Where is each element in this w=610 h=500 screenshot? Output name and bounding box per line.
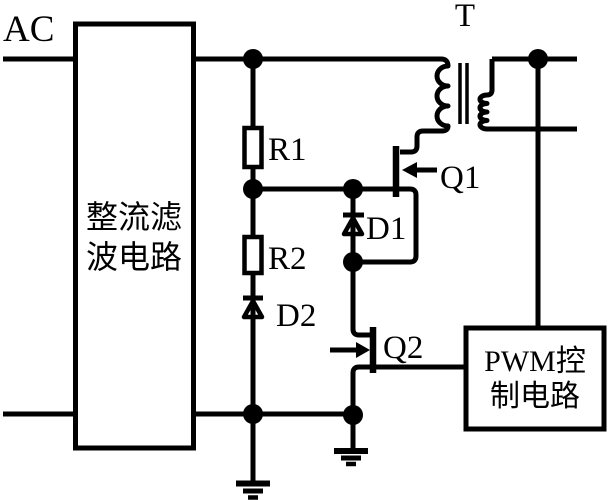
diode-d2 [241,295,265,320]
transformer-label: T [455,0,475,34]
junction-dot [343,405,363,425]
transformer-core [458,63,469,124]
pwm-block-box [463,325,607,432]
junction-dots [243,49,548,425]
q1-label: Q1 [440,160,480,196]
rectifier-block-box [73,21,196,451]
ac-label: AC [3,9,54,50]
wire-top-rail-primary [193,56,451,155]
q1-body-arrow [402,162,417,178]
wire-q2-drain [350,262,371,338]
pwm-label-line1: PWM控 [484,345,586,378]
rectifier-label-line2: 波电路 [86,239,182,275]
resistor-r1 [242,125,264,170]
r1-label: R1 [268,132,307,168]
ground-symbol-right [334,448,368,467]
junction-dot [528,49,548,69]
mosfet-q2 [330,327,377,373]
junction-dot [243,404,263,424]
junction-dot [343,179,363,199]
wire-q2-source [350,364,468,449]
mosfet-q1 [392,146,437,197]
q2-label: Q2 [383,330,423,366]
pwm-label-line2: 制电路 [490,380,580,413]
wire-q1-source-loop [253,186,419,265]
junction-dot [243,49,263,69]
q2-body-arrow [356,342,370,358]
resistor-r2 [242,234,264,276]
r2-label: R2 [268,241,307,277]
d1-triangle [341,215,365,237]
diode-d1 [341,212,365,237]
junction-dot [343,252,363,272]
rectifier-label-line1: 整流滤 [86,199,182,235]
ground-symbol-left [236,480,270,500]
d2-label: D2 [276,298,316,334]
d1-label: D1 [366,211,406,247]
junction-dot [243,179,263,199]
d2-triangle [241,298,265,320]
wire-secondary [477,59,577,132]
